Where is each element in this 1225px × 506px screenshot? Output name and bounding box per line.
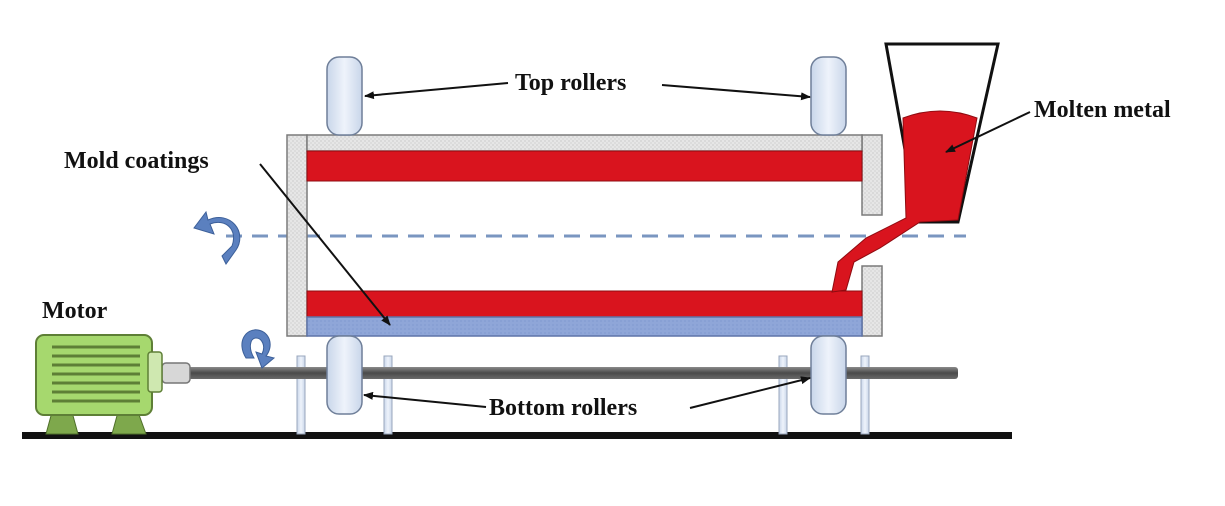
label-top-rollers: Top rollers [515,70,626,96]
mold-end-wall-right-top [861,134,883,216]
ground-base [22,432,1012,439]
top-roller-right [810,56,847,136]
support-post [296,355,306,435]
shaft-coupling [161,362,191,384]
bottom-roller-left [326,335,363,415]
rotation-arrow-icon [193,210,241,265]
molten-metal-layer-top [306,150,863,182]
top-roller-left [326,56,363,136]
support-post [383,355,393,435]
mold-top-wall [306,134,863,152]
label-motor: Motor [42,298,108,324]
rotation-arrow-icon [241,329,276,369]
molten-metal-layer-bottom [306,290,863,318]
label-mold-coatings: Mold coatings [64,148,209,174]
leader-top-rollers-left [364,82,509,100]
motor-end-cap [147,351,163,393]
leader-mold-coatings [259,163,391,326]
motor-cooling-fins [52,345,140,403]
pouring-ladle [831,42,1000,293]
mold-end-wall-right-bottom [861,265,883,337]
leader-bottom-rollers-left [363,391,487,408]
support-posts [296,355,870,435]
bottom-roller-right [810,335,847,415]
motor [35,334,163,435]
mold-end-wall-left [286,134,308,337]
label-molten-metal: Molten metal [1034,97,1171,123]
leader-molten-metal [945,111,1031,153]
label-leaders [259,82,1031,409]
mold-coating-bottom [306,316,863,337]
support-post [860,355,870,435]
support-post [778,355,788,435]
ladle-molten-metal [831,110,978,293]
label-bottom-rollers: Bottom rollers [489,395,637,421]
leader-top-rollers-right [661,84,811,101]
leader-bottom-rollers-right [689,376,811,409]
